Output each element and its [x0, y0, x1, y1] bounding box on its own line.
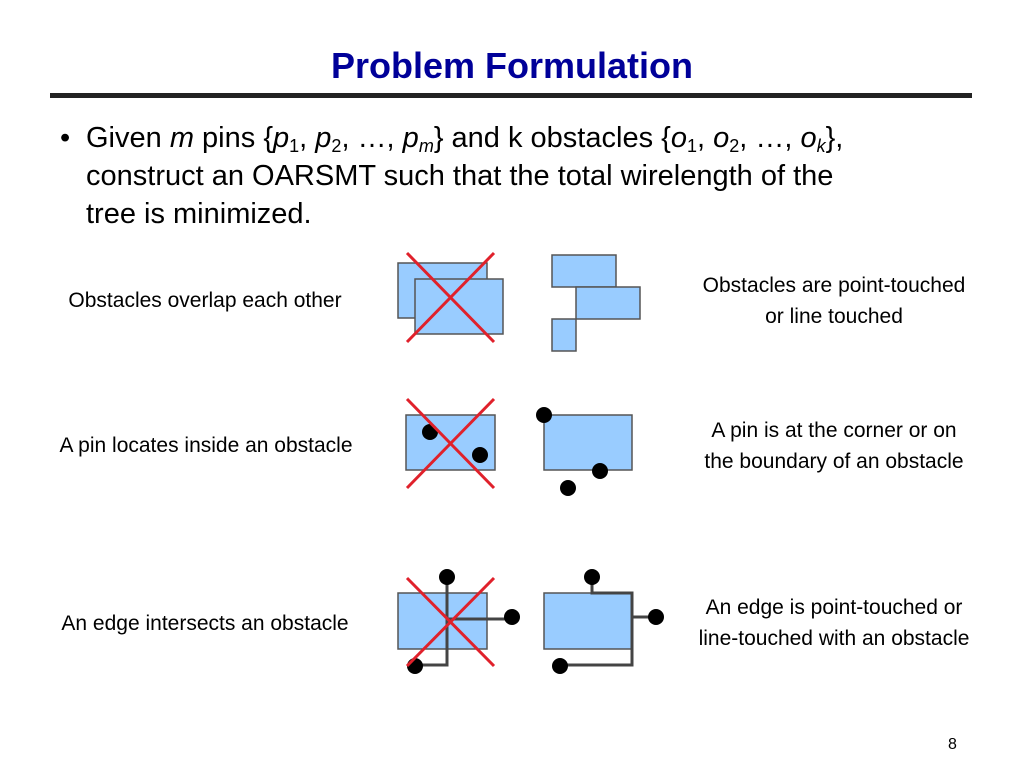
pin-dot: [560, 480, 576, 496]
bullet-marker: •: [60, 122, 71, 154]
obstacle-rect: [551, 254, 617, 288]
label-pin-boundary-valid: A pin is at the corner or on the boundar…: [704, 419, 964, 473]
wire-edge: [590, 577, 656, 619]
slide-title: Problem Formulation: [330, 45, 694, 86]
figure-pin-inside-invalid: [405, 397, 496, 490]
pin-dot: [536, 407, 552, 423]
figure-overlap-invalid: [397, 251, 504, 344]
pin-dot: [407, 658, 423, 674]
label-overlap-invalid: Obstacles overlap each other: [68, 289, 342, 312]
bullet-line-2: construct an OARSMT such that the total …: [86, 160, 834, 192]
figure-touch-valid: [551, 254, 641, 352]
cross-mark: [405, 397, 496, 490]
figure-pin-boundary-valid: [536, 407, 633, 496]
pin-dot: [439, 569, 455, 585]
label-edge-touch-valid: An edge is point-touched or line-touched…: [698, 596, 970, 650]
label-touch-valid: Obstacles are point-touched or line touc…: [702, 274, 966, 328]
label-pin-inside-invalid: A pin locates inside an obstacle: [59, 434, 353, 457]
wire-edge: [560, 617, 634, 667]
obstacle-rect: [543, 414, 633, 471]
label-edge-intersect-invalid: An edge intersects an obstacle: [61, 612, 349, 635]
obstacle-rect: [543, 592, 633, 650]
page-number: 8: [948, 736, 957, 753]
obstacle-rect: [397, 592, 488, 650]
pin-dot: [592, 463, 608, 479]
bullet-line-3: tree is minimized.: [86, 198, 312, 230]
figure-edge-intersect-invalid: [397, 569, 520, 674]
cross-mark: [405, 251, 496, 344]
obstacle-rect: [575, 286, 641, 320]
pin-dot: [584, 569, 600, 585]
cross-mark: [405, 576, 496, 668]
obstacle-rect: [551, 318, 577, 352]
pin-dot: [648, 609, 664, 625]
title-divider: [50, 93, 972, 98]
wire-edge: [415, 619, 449, 667]
pin-dot: [552, 658, 568, 674]
pin-dot: [504, 609, 520, 625]
figure-edge-touch-valid: [543, 569, 664, 674]
pin-dot: [472, 447, 488, 463]
bullet-line-1: Given m pins {p1, p2, …, pm} and k obsta…: [86, 122, 844, 156]
